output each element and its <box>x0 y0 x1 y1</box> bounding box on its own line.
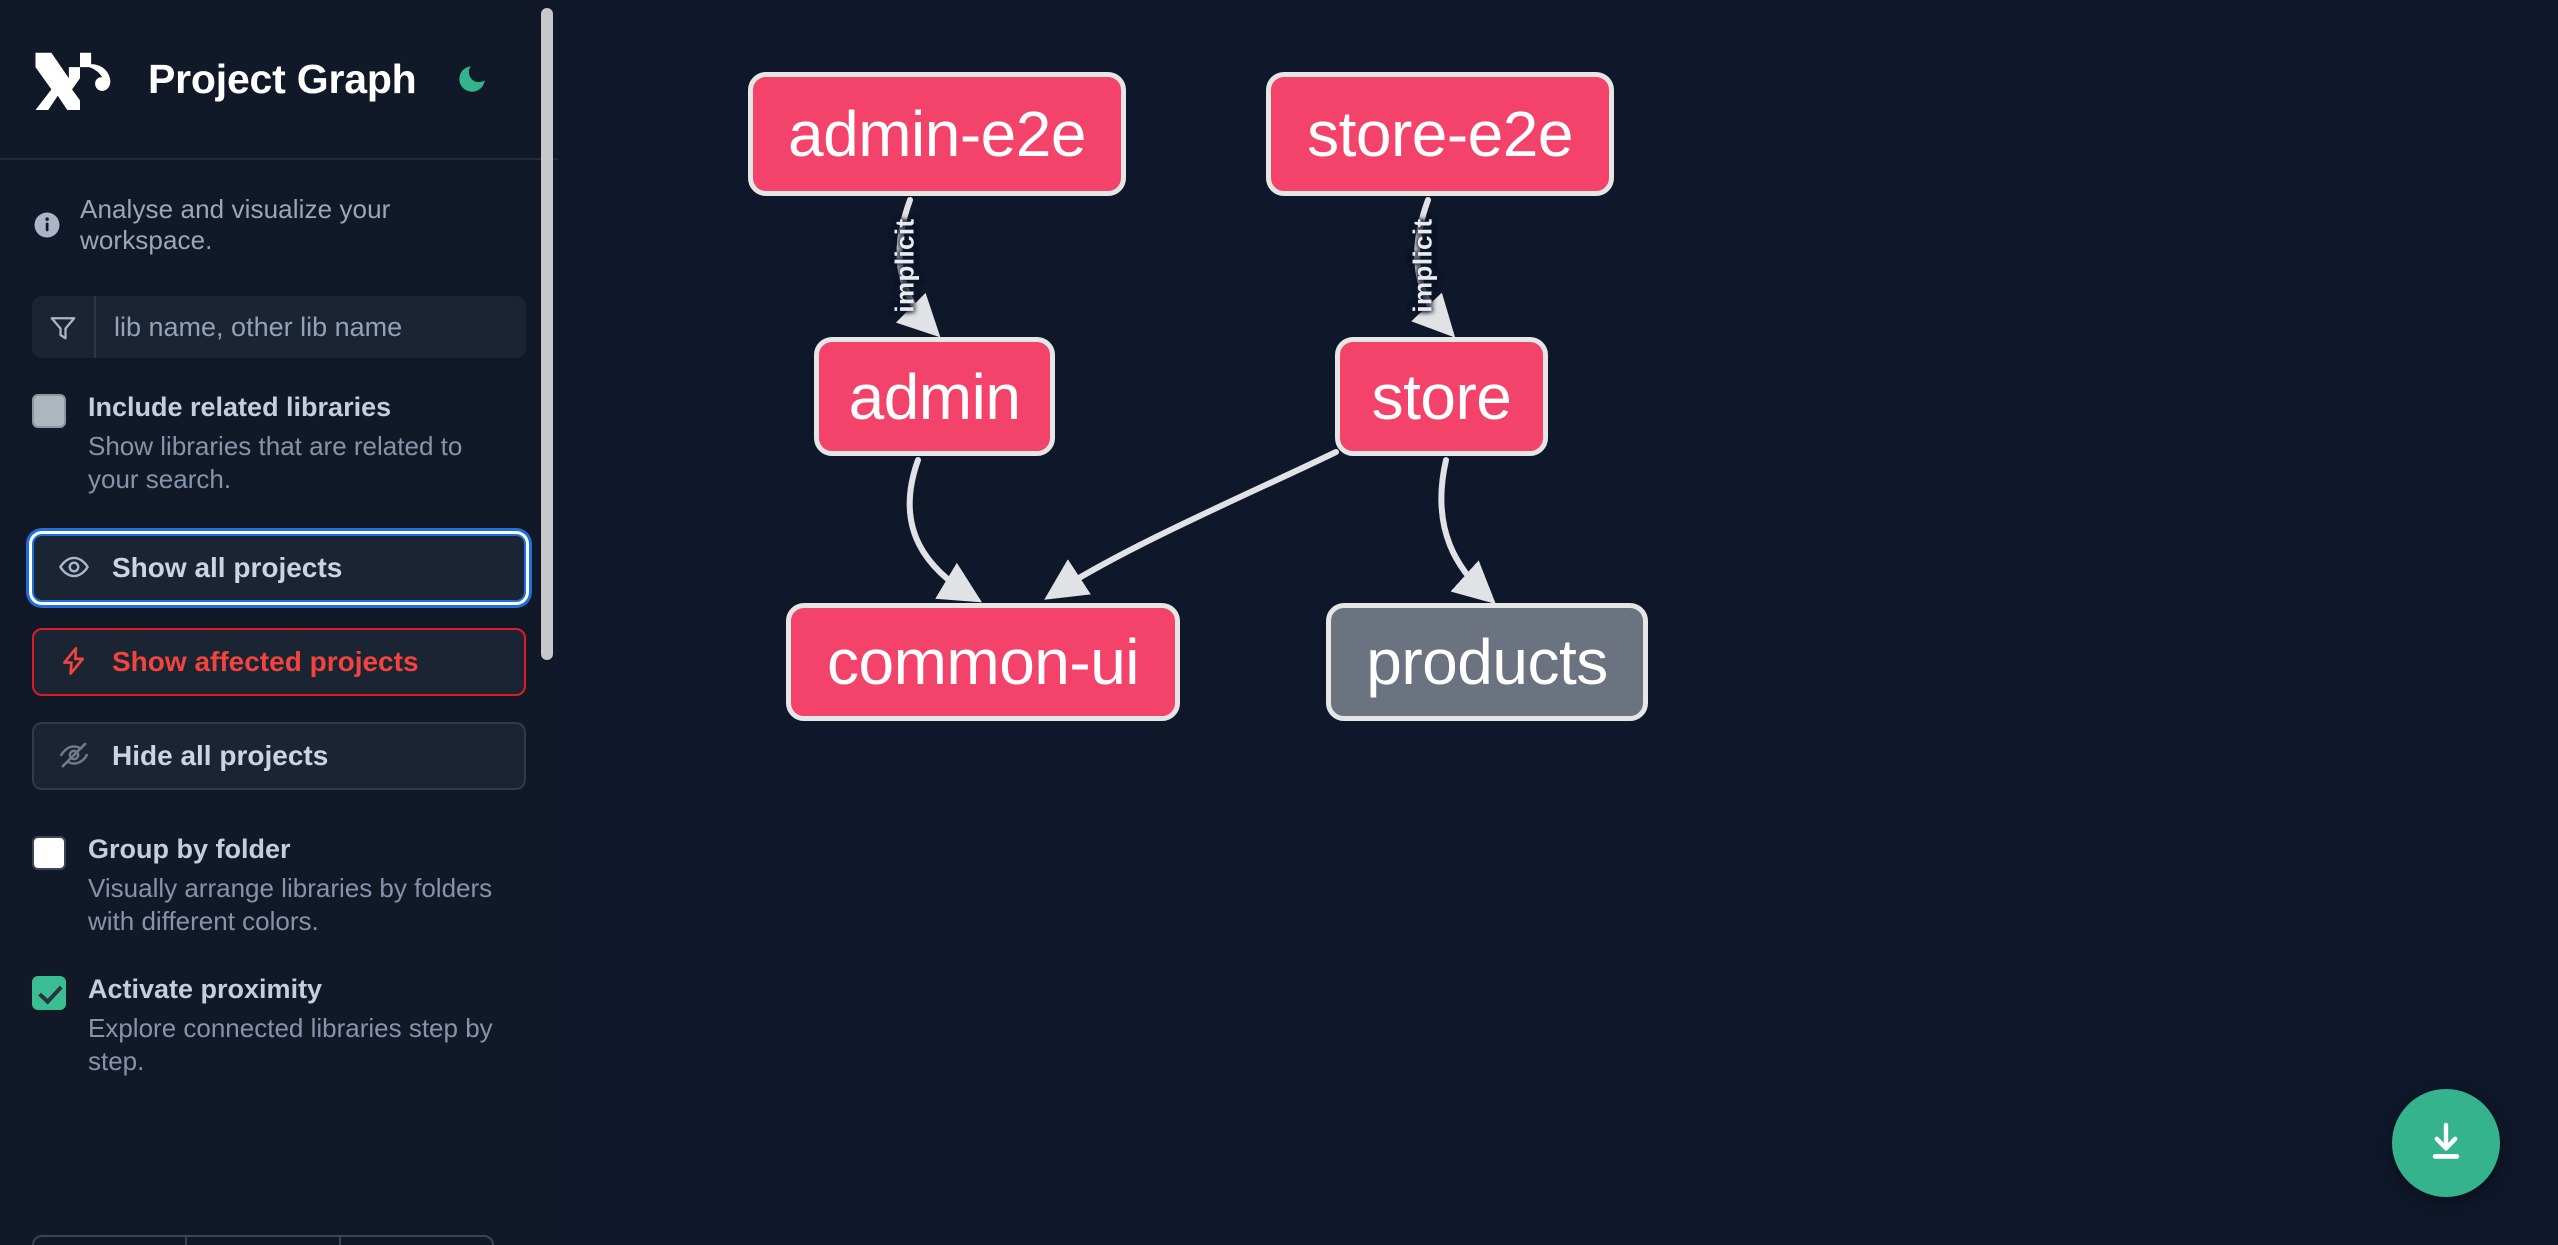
graph-node-admin-e2e[interactable]: admin-e2e <box>748 72 1126 196</box>
show-all-projects-button[interactable]: Show all projects <box>32 534 526 602</box>
node-label: store-e2e <box>1307 98 1573 170</box>
node-label: admin <box>848 360 1021 433</box>
nx-logo <box>32 48 128 110</box>
download-icon <box>2422 1118 2470 1169</box>
proximity-step-option[interactable] <box>34 1237 188 1245</box>
eye-off-icon <box>58 739 90 774</box>
option-description: Visually arrange libraries by folders wi… <box>88 873 493 936</box>
hide-all-projects-label: Hide all projects <box>112 740 329 771</box>
option-text-group: Include related libraries Show libraries… <box>88 390 498 496</box>
option-text-group: Group by folder Visually arrange librari… <box>88 832 498 938</box>
include-related-libraries-checkbox <box>32 394 66 428</box>
node-label: admin-e2e <box>788 98 1086 170</box>
sidebar: Project Graph Analyse and visualize your… <box>0 0 558 1245</box>
option-activate-proximity[interactable]: Activate proximity Explore connected lib… <box>0 938 558 1078</box>
graph-node-store-e2e[interactable]: store-e2e <box>1266 72 1614 196</box>
show-affected-projects-label: Show affected projects <box>112 646 419 677</box>
show-affected-projects-button[interactable]: Show affected projects <box>32 628 526 696</box>
graph-node-products[interactable]: products <box>1326 603 1648 721</box>
graph-node-common-ui[interactable]: common-ui <box>786 603 1180 721</box>
search-box[interactable] <box>32 296 526 358</box>
option-description: Explore connected libraries step by step… <box>88 1013 493 1076</box>
edge-admin-to-common-ui <box>906 457 983 603</box>
option-include-related-libraries[interactable]: Include related libraries Show libraries… <box>0 358 558 496</box>
node-label: products <box>1366 626 1608 698</box>
proximity-step-control[interactable] <box>32 1235 494 1245</box>
edge-store-to-common-ui <box>1044 449 1339 600</box>
graph-node-admin[interactable]: admin <box>814 337 1055 456</box>
sidebar-scrollbar[interactable] <box>541 0 556 1245</box>
download-image-button[interactable] <box>2392 1089 2500 1197</box>
lightning-bolt-icon <box>58 645 90 680</box>
sidebar-header: Project Graph <box>0 0 558 160</box>
project-visibility-buttons: Show all projects Show affected projects <box>0 496 558 790</box>
moon-icon[interactable] <box>451 58 493 100</box>
eye-icon <box>58 551 90 586</box>
workspace-info: Analyse and visualize your workspace. <box>0 160 558 256</box>
show-all-projects-label: Show all projects <box>112 552 343 583</box>
page-title: Project Graph <box>148 55 417 102</box>
sidebar-scroll-area[interactable]: Project Graph Analyse and visualize your… <box>0 0 558 1245</box>
option-description: Show libraries that are related to your … <box>88 431 463 494</box>
graph-node-store[interactable]: store <box>1335 337 1548 456</box>
proximity-step-option[interactable] <box>341 1237 492 1245</box>
proximity-step-option[interactable] <box>187 1237 341 1245</box>
option-group-by-folder[interactable]: Group by folder Visually arrange librari… <box>0 816 558 938</box>
node-label: common-ui <box>826 626 1140 698</box>
node-label: store <box>1371 360 1512 433</box>
search-input[interactable] <box>96 296 526 358</box>
filter-funnel-icon <box>32 296 96 358</box>
info-circle-icon <box>32 210 62 240</box>
edge-store-e2e-to-store <box>1411 197 1456 338</box>
filter-section <box>0 256 558 358</box>
hide-all-projects-button[interactable]: Hide all projects <box>32 722 526 790</box>
edge-admin-e2e-to-admin <box>895 197 941 338</box>
project-graph-canvas[interactable]: admin-e2e store-e2e admin store common-u… <box>558 0 2558 1245</box>
workspace-info-text: Analyse and visualize your workspace. <box>80 194 391 255</box>
activate-proximity-checkbox[interactable] <box>32 976 66 1010</box>
option-label: Group by folder <box>88 834 291 864</box>
sidebar-scrollbar-thumb[interactable] <box>541 8 553 660</box>
option-text-group: Activate proximity Explore connected lib… <box>88 972 498 1078</box>
group-by-folder-checkbox[interactable] <box>32 836 66 870</box>
option-label: Include related libraries <box>88 392 392 422</box>
graph-edges <box>895 197 1496 605</box>
edge-store-to-products <box>1438 457 1496 605</box>
option-label: Activate proximity <box>88 974 323 1004</box>
